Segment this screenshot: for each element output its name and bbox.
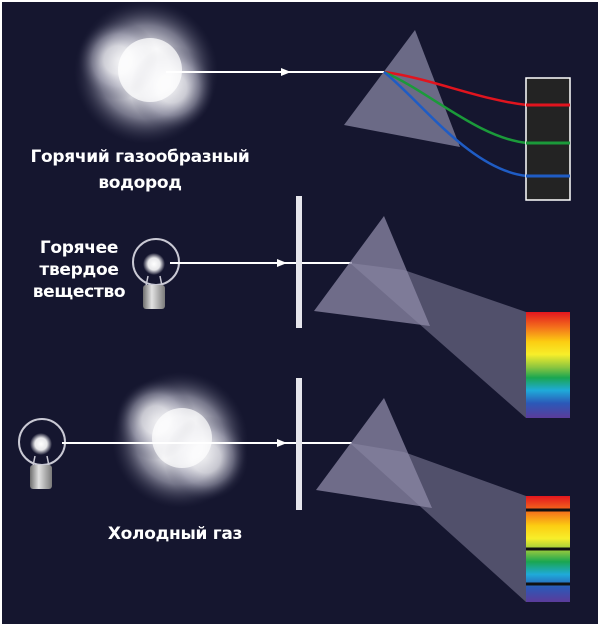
green-emission-ray xyxy=(383,70,570,145)
hot-solid-label: Горячее твердое вещество xyxy=(24,237,134,303)
emission-spectrum-panel xyxy=(525,77,571,201)
hot-gas-label-line2: водород xyxy=(98,173,182,193)
row-cold-gas xyxy=(18,372,570,602)
blue-emission-ray xyxy=(383,71,570,178)
dispersed-light-fan xyxy=(350,443,526,602)
hot-gas-label: Горячий газообразный водород xyxy=(20,146,260,194)
dispersed-light-fan xyxy=(350,263,526,418)
red-emission-ray xyxy=(383,70,570,107)
hot-solid-label-line2: твердое xyxy=(39,260,119,280)
row-hot-solid xyxy=(132,196,570,418)
hot-gas-label-line1: Горячий газообразный xyxy=(30,147,250,167)
cold-gas-label-text: Холодный газ xyxy=(107,524,243,544)
hot-gas-cloud-icon xyxy=(74,0,218,144)
continuous-spectrum-strip xyxy=(526,312,570,418)
cold-gas-cloud-icon xyxy=(112,372,248,508)
slit-bar-icon xyxy=(296,378,302,510)
cold-gas-label: Холодный газ xyxy=(100,523,250,545)
row-hot-gas xyxy=(74,0,571,201)
hot-solid-label-line3: вещество xyxy=(32,282,126,302)
slit-bar-icon xyxy=(296,196,302,328)
hot-solid-label-line1: Горячее xyxy=(39,238,119,258)
